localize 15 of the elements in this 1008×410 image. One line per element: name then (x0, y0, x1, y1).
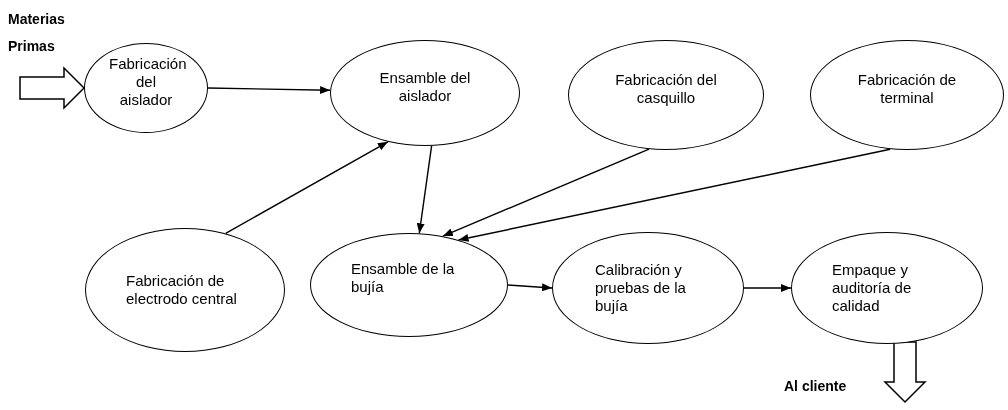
arrow (507, 283, 553, 292)
process-label: Fabricación del aislador (108, 55, 188, 110)
arrow (416, 145, 433, 234)
process-label: Calibración y pruebas de la bujía (595, 261, 687, 315)
block-arrow (19, 66, 86, 110)
arrow (207, 86, 331, 94)
process-label: Ensamble del aislador (378, 69, 472, 106)
process-label: Ensamble de la bujía (351, 260, 456, 296)
process-label: Empaque y auditoría de calidad (832, 261, 913, 315)
process-label: Fabricación de terminal (856, 71, 958, 108)
process-label: Fabricación del casquillo (614, 71, 718, 108)
process-label: Fabricación de electrodo central (126, 272, 238, 308)
arrow (743, 284, 792, 292)
arrow (225, 141, 389, 235)
block-arrow (883, 341, 927, 404)
